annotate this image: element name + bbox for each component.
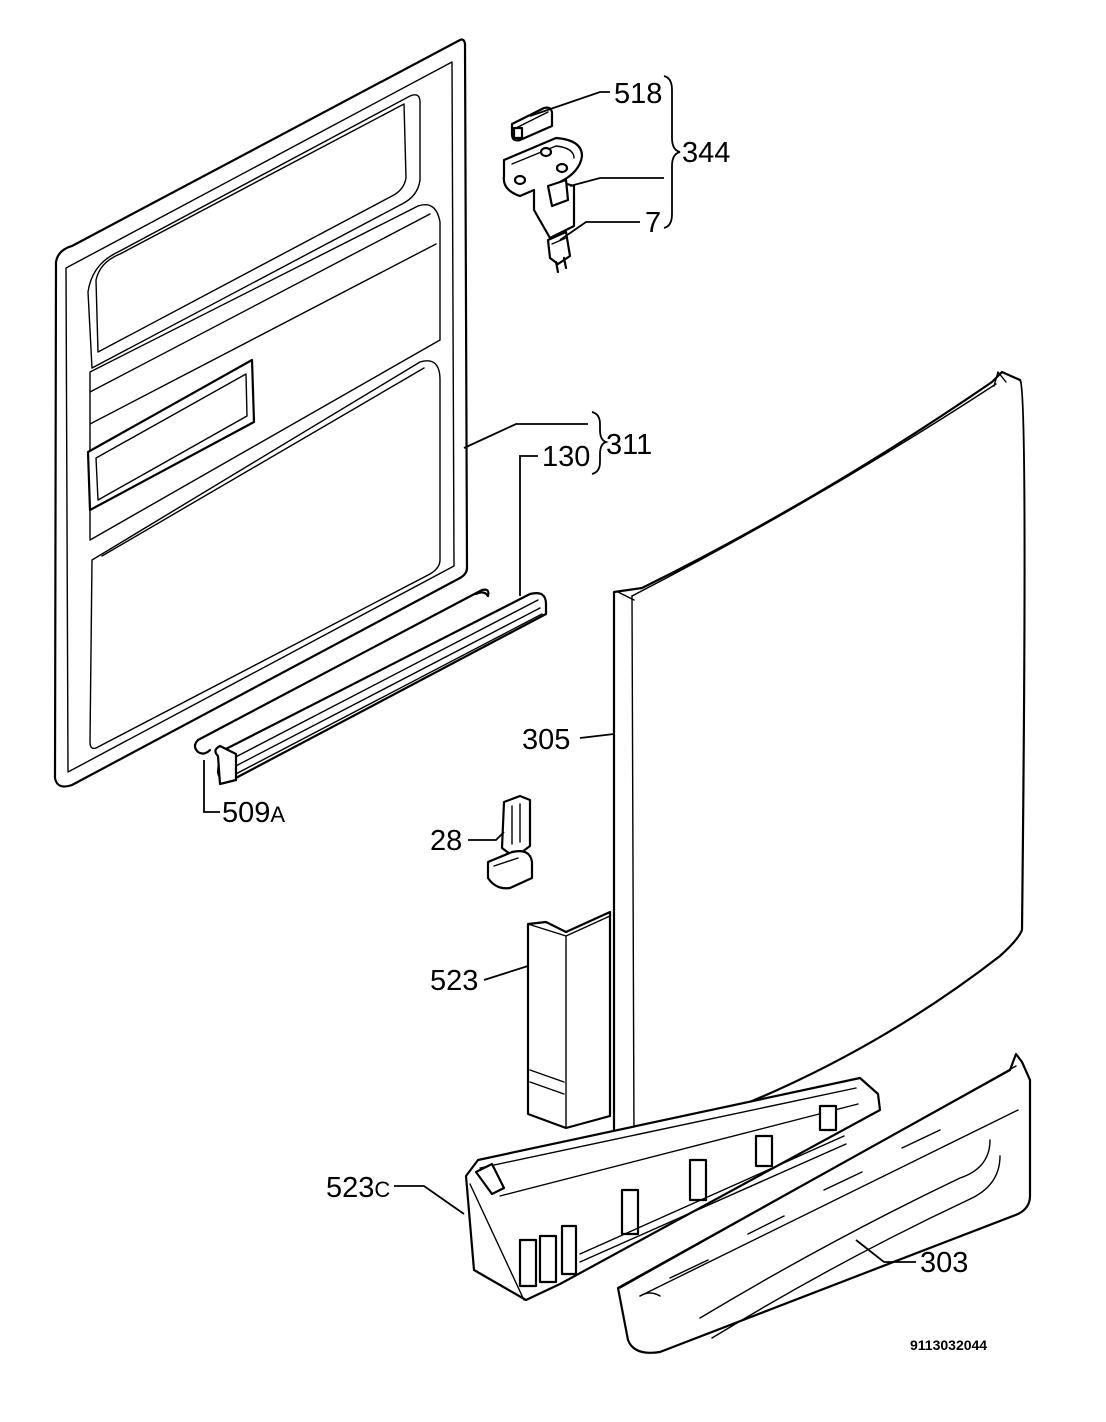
label-509a: 509A: [222, 797, 285, 829]
inner-door-panel: [53, 38, 469, 788]
label-523c: 523C: [326, 1172, 390, 1204]
label-305: 305: [522, 724, 570, 756]
label-130: 130: [542, 441, 590, 473]
leader-lines: [203, 75, 916, 1263]
label-523c-number: 523: [326, 1172, 374, 1204]
bottom-seal: [214, 592, 548, 786]
label-344: 344: [682, 137, 730, 169]
label-518: 518: [614, 78, 662, 110]
label-509a-number: 509: [222, 797, 270, 829]
insulation-block: [526, 910, 612, 1130]
base-bracket: [464, 1076, 882, 1302]
clip-part-28: [486, 794, 534, 890]
label-303: 303: [920, 1247, 968, 1279]
label-523c-suffix: C: [374, 1177, 390, 1202]
label-523: 523: [430, 965, 478, 997]
front-door-panel: [612, 370, 1026, 1146]
kick-plate: [616, 1052, 1032, 1354]
wire-rod: [193, 588, 490, 755]
latch-clip-part-7: [546, 230, 572, 274]
label-311: 311: [606, 429, 652, 461]
latch-body: [502, 136, 584, 240]
label-7: 7: [645, 207, 661, 239]
document-number: 9113032044: [910, 1337, 987, 1353]
label-28: 28: [430, 825, 462, 857]
label-509a-suffix: A: [270, 802, 285, 827]
latch-part-518: [510, 106, 554, 142]
